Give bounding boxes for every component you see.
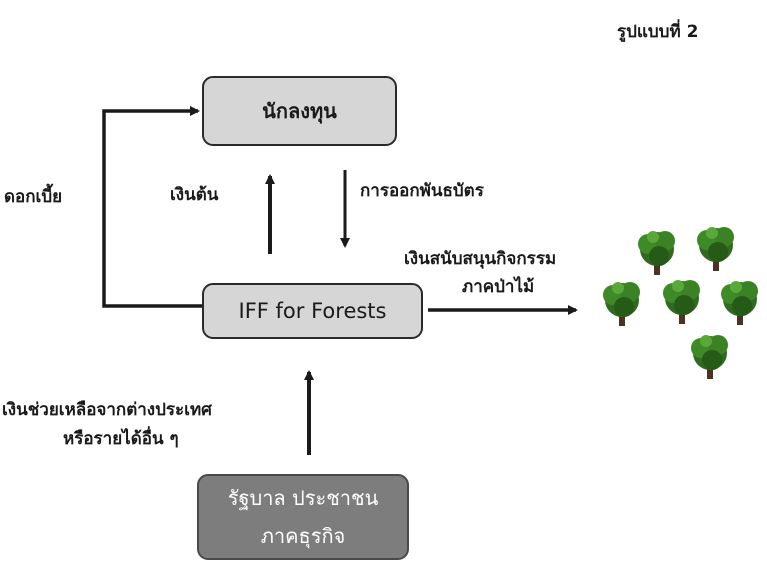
forest-support-label-line1: เงินสนับสนุนกิจกรรม — [404, 249, 557, 269]
bond-issue-label: การออกพันธบัตร — [360, 181, 484, 201]
sources-label-line1: รัฐบาล ประชาชน — [227, 486, 379, 510]
iff-node: IFF for Forests — [202, 283, 423, 339]
aid-label-line2: หรือรายได้อื่น ๆ — [63, 429, 179, 449]
iff-label: IFF for Forests — [238, 299, 387, 323]
tree-icon — [603, 282, 640, 326]
principal-label: เงินต้น — [170, 185, 219, 205]
tree-icon — [691, 335, 728, 379]
forest-cluster — [603, 227, 758, 379]
interest-arrow — [102, 106, 202, 308]
aid-label-line1: เงินช่วยเหลือจากต่างประเทศ — [2, 400, 212, 420]
tree-icon — [721, 281, 758, 325]
model-label: รูปแบบที่ 2 — [617, 22, 699, 42]
tree-icon — [663, 280, 700, 324]
sources-label-line2: ภาคธุรกิจ — [260, 524, 346, 548]
investor-node: นักลงทุน — [202, 76, 397, 146]
sources-node: รัฐบาล ประชาชน ภาคธุรกิจ — [197, 474, 409, 560]
investor-label: นักลงทุน — [262, 99, 337, 123]
tree-icon — [697, 227, 734, 271]
forest-support-label-line2: ภาคป่าไม้ — [462, 277, 535, 297]
tree-icon — [638, 231, 675, 275]
interest-label: ดอกเบี้ย — [4, 187, 63, 207]
